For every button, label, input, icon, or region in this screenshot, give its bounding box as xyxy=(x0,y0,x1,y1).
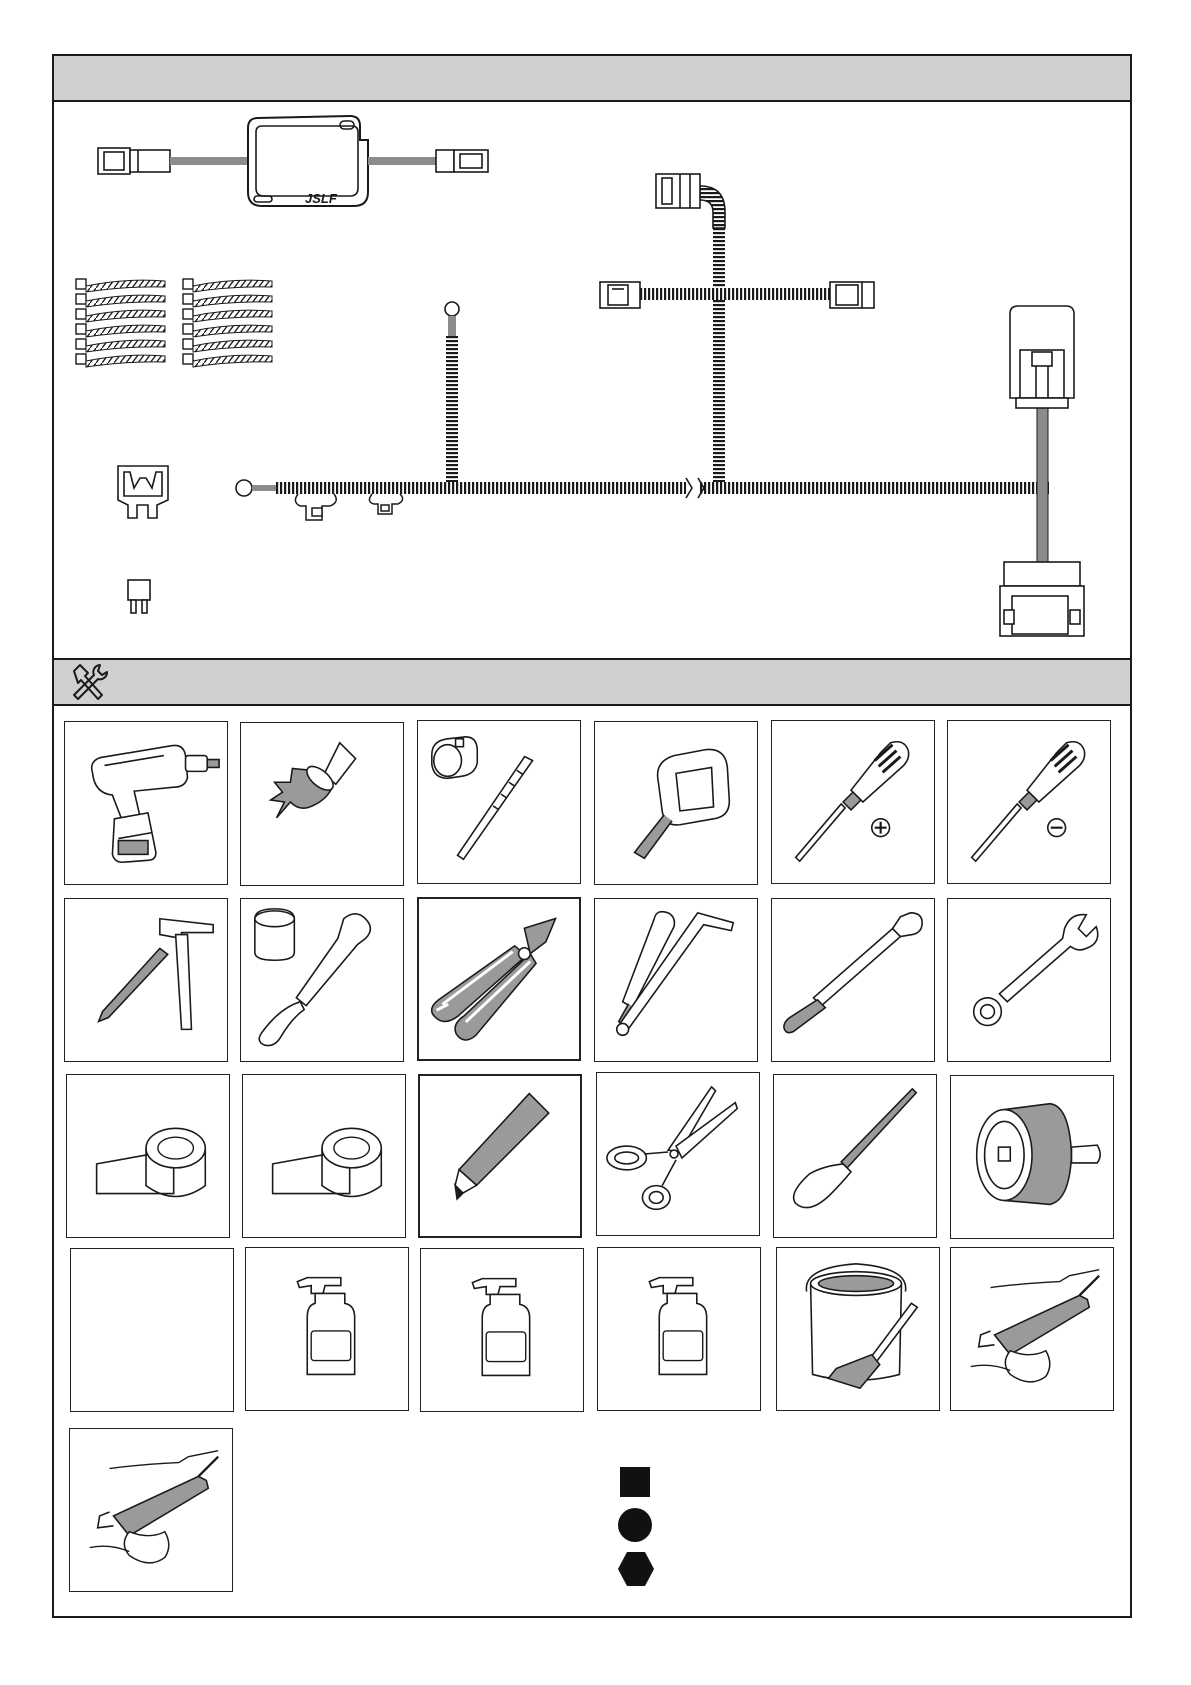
tool-marker-pen xyxy=(418,1074,582,1238)
rivet-gun-icon xyxy=(70,1429,232,1591)
main-wiring-harness xyxy=(236,174,1084,636)
tool-torque-wrench xyxy=(771,898,935,1062)
tool-hole-saw xyxy=(240,722,404,886)
tool-scissors xyxy=(596,1072,760,1236)
paint-can-brush-icon xyxy=(777,1248,939,1410)
hammer-wrench-icon xyxy=(66,661,110,705)
spray-bottle-icon xyxy=(598,1248,760,1410)
parts-illustration: JSLF xyxy=(0,0,1191,660)
flat-screwdriver-icon xyxy=(948,721,1110,883)
tool-combination-wrench xyxy=(947,898,1111,1062)
combination-wrench-icon xyxy=(948,899,1110,1061)
tool-blank xyxy=(70,1248,234,1412)
tool-punch-hammer xyxy=(64,898,228,1062)
spray-bottle-icon xyxy=(246,1248,408,1410)
hexagon-symbol-icon xyxy=(616,1550,656,1588)
tool-round-file xyxy=(773,1074,937,1238)
drill-bit-with-stop-icon xyxy=(418,721,580,883)
tool-cordless-drill xyxy=(64,721,228,885)
tool-wire-cutters xyxy=(417,897,581,1061)
control-module: JSLF xyxy=(98,116,488,206)
tool-tape-roll-1 xyxy=(66,1074,230,1238)
tape-measure-icon xyxy=(595,722,757,884)
tape-roll-icon xyxy=(67,1075,229,1237)
cable-ties xyxy=(76,279,272,367)
tape-roll-icon xyxy=(243,1075,405,1237)
mini-fuse xyxy=(128,580,150,613)
tools-header-bar xyxy=(54,658,1130,706)
hex-key-icon xyxy=(595,899,757,1061)
hole-saw-icon xyxy=(241,723,403,885)
square-symbol-icon xyxy=(618,1465,654,1501)
rivet-gun-icon xyxy=(951,1248,1113,1410)
torque-wrench-icon xyxy=(772,899,934,1061)
circle-symbol-icon xyxy=(616,1506,654,1544)
scissors-icon xyxy=(597,1073,759,1235)
blade-fuse-holder xyxy=(118,466,168,518)
module-logo: JSLF xyxy=(305,191,338,206)
tool-hex-key xyxy=(594,898,758,1062)
socket-wrench-icon xyxy=(241,899,403,1061)
tool-tape-measure xyxy=(594,721,758,885)
tool-spray-bottle-1 xyxy=(245,1247,409,1411)
spray-bottle-icon xyxy=(421,1249,583,1411)
tool-tape-roll-2 xyxy=(242,1074,406,1238)
marker-pen-icon xyxy=(420,1076,580,1236)
phillips-screwdriver-icon xyxy=(772,721,934,883)
tool-deburring xyxy=(950,1075,1114,1239)
tool-drill-bit-stop xyxy=(417,720,581,884)
tool-rivet-gun-1 xyxy=(950,1247,1114,1411)
deburring-tool-icon xyxy=(951,1076,1113,1238)
tool-spray-bottle-3 xyxy=(597,1247,761,1411)
tool-paint-can-brush xyxy=(776,1247,940,1411)
cordless-drill-icon xyxy=(65,722,227,884)
center-punch-and-hammer-icon xyxy=(65,899,227,1061)
tool-flat-screwdriver xyxy=(947,720,1111,884)
tool-spray-bottle-2 xyxy=(420,1248,584,1412)
wire-cutter-pliers-icon xyxy=(419,899,579,1059)
tool-rivet-gun-2 xyxy=(69,1428,233,1592)
tool-phillips-screwdriver xyxy=(771,720,935,884)
round-file-icon xyxy=(774,1075,936,1237)
tool-socket-wrench xyxy=(240,898,404,1062)
